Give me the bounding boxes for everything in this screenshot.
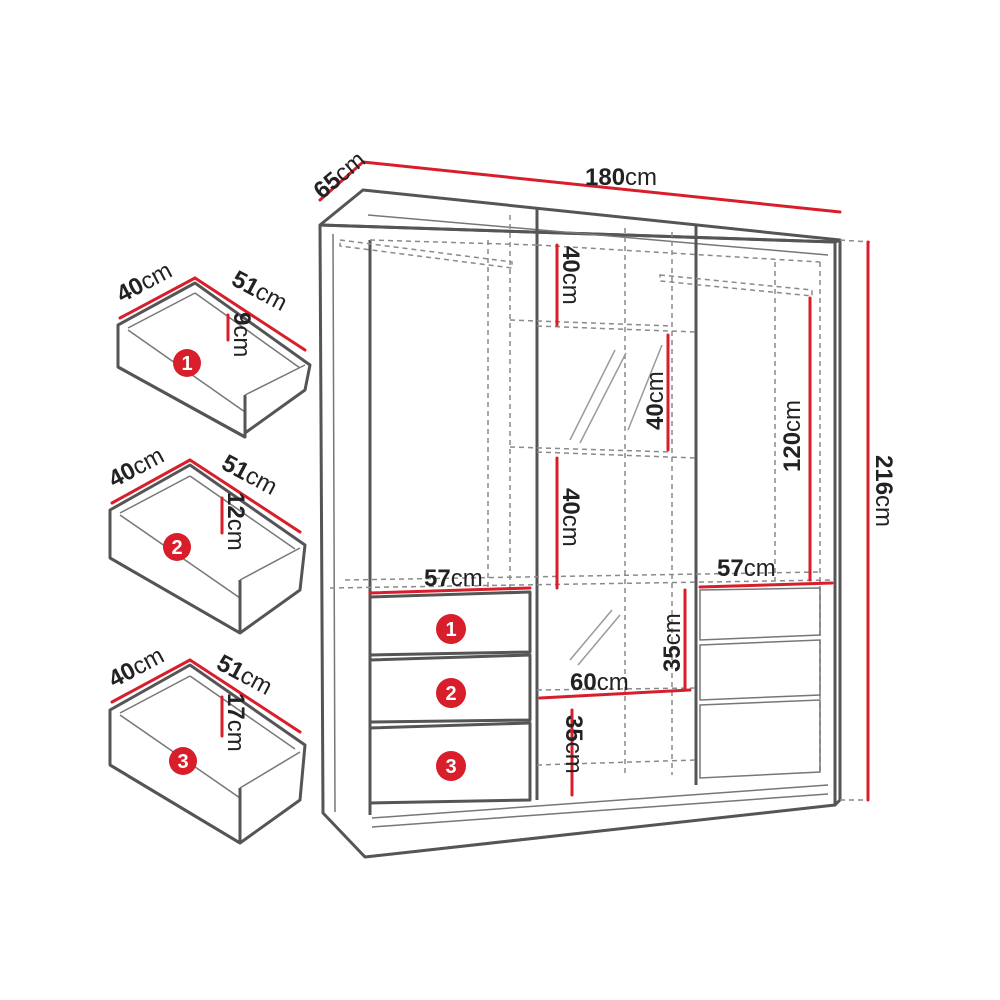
left-drawer-stack bbox=[368, 590, 532, 805]
mirror-shelf-gap-label: 40cm bbox=[642, 371, 669, 430]
svg-text:3: 3 bbox=[445, 756, 456, 778]
right-hanging-rail bbox=[659, 274, 813, 297]
drawer-width-label: 40cm bbox=[104, 442, 169, 493]
drawer-front-edge bbox=[117, 365, 246, 439]
height-label: 216cm bbox=[870, 455, 897, 527]
drawer-detail-1: 1 40cm 51cm 9cm bbox=[112, 257, 312, 439]
middle-shelf-back bbox=[509, 446, 673, 453]
drawer-front-edge bbox=[109, 763, 241, 845]
middle-shelf-gap-label: 40cm bbox=[557, 488, 584, 547]
mirror-reflection bbox=[569, 609, 613, 661]
drawer-badge-label: 2 bbox=[171, 537, 182, 559]
mirror-reflection bbox=[627, 344, 663, 431]
height-guide-top bbox=[839, 239, 871, 243]
drawer-inner-edge bbox=[119, 675, 191, 714]
mirror-reflection bbox=[579, 352, 627, 444]
drawer-height-label: 17cm bbox=[222, 693, 249, 752]
drawer-front bbox=[368, 721, 532, 805]
drawer-width-dim bbox=[110, 458, 192, 505]
dimension-center-shelf-line bbox=[538, 688, 692, 700]
right-hanging-height-label: 120cm bbox=[779, 400, 806, 472]
drawer-box bbox=[108, 463, 307, 635]
left-rail-shelf-label: 57cm bbox=[424, 565, 483, 592]
drawer-front-edge bbox=[109, 556, 241, 635]
drawer-inner-edge bbox=[119, 475, 191, 514]
drawer-detail-2: 2 40cm 51cm 12cm bbox=[104, 442, 307, 635]
back-top-left bbox=[369, 239, 538, 246]
dimension-depth-line bbox=[318, 160, 365, 202]
drawer-front bbox=[699, 699, 821, 779]
drawer-width-label: 40cm bbox=[104, 642, 169, 693]
drawer-badge bbox=[173, 349, 201, 377]
drawer-inner-edge bbox=[189, 675, 296, 750]
drawer-badge: 2 bbox=[436, 678, 466, 708]
drawer-inner-edge bbox=[244, 364, 306, 396]
wardrobe-inner-top bbox=[367, 214, 829, 256]
drawer-inner-edge bbox=[194, 292, 301, 369]
left-hanging-rail bbox=[339, 239, 513, 269]
top-shelf-gap-label: 40cm bbox=[557, 246, 584, 305]
drawer-badge bbox=[169, 747, 197, 775]
drawer-detail-3: 3 40cm 51cm 17cm bbox=[104, 642, 307, 845]
drawer-front bbox=[368, 590, 532, 657]
drawer-depth-dim bbox=[193, 276, 307, 352]
drawer-width-label: 40cm bbox=[112, 257, 177, 308]
left-door-edge bbox=[332, 233, 336, 813]
wardrobe-front-frame bbox=[318, 224, 837, 859]
drawer-badge: 1 bbox=[436, 614, 466, 644]
back-top-right bbox=[536, 244, 821, 263]
drawer-badge-label: 1 bbox=[181, 353, 192, 375]
drawer-front bbox=[699, 587, 821, 641]
depth-label: 65cm bbox=[309, 146, 371, 204]
drawer-badge: 3 bbox=[436, 751, 466, 781]
dimension-right-rail-line bbox=[698, 581, 834, 589]
svg-text:2: 2 bbox=[445, 683, 456, 705]
right-rail-shelf-label: 57cm bbox=[717, 555, 776, 582]
drawer-inner-edge bbox=[239, 547, 301, 581]
lower-shelf-height-label: 35cm bbox=[659, 613, 686, 672]
center-shelf-width-label: 60cm bbox=[570, 669, 629, 696]
wardrobe-labels: 180cm 65cm 216cm 40cm 40cm 40cm 120cm 57… bbox=[309, 146, 897, 781]
drawer-depth-label: 51cm bbox=[227, 265, 292, 316]
drawer-front bbox=[699, 639, 821, 701]
upper-shelf-back bbox=[509, 319, 673, 327]
drawer-badge-label: 3 bbox=[177, 751, 188, 773]
drawer-width-dim bbox=[110, 658, 192, 704]
rail-shelf-back bbox=[344, 571, 821, 581]
drawer-inner-edge bbox=[189, 475, 296, 550]
drawer-inner-edge bbox=[239, 751, 301, 789]
wardrobe bbox=[318, 188, 871, 859]
drawer-inner-edge bbox=[127, 292, 196, 329]
wardrobe-plinth-line bbox=[371, 784, 829, 819]
svg-text:1: 1 bbox=[445, 619, 456, 641]
wardrobe-plinth-line-2 bbox=[371, 793, 829, 828]
dimension-width-line bbox=[361, 160, 842, 214]
dimension-left-rail-line bbox=[368, 586, 532, 595]
mirror-reflection bbox=[569, 349, 616, 441]
rail-shelf-line bbox=[329, 579, 833, 589]
bottom-shelf-height-label: 35cm bbox=[560, 715, 587, 774]
drawer-width-dim bbox=[118, 276, 197, 320]
drawer-height-label: 9cm bbox=[228, 312, 255, 357]
drawer-height-label: 12cm bbox=[222, 492, 249, 551]
drawer-depth-dim bbox=[188, 658, 302, 734]
drawer-badge bbox=[163, 533, 191, 561]
mirror-reflection bbox=[577, 614, 621, 666]
drawer-box bbox=[108, 663, 307, 845]
drawer-depth-dim bbox=[188, 458, 302, 534]
right-drawer-stack bbox=[699, 587, 821, 779]
width-label: 180cm bbox=[585, 164, 657, 191]
dimension-lines bbox=[318, 160, 870, 802]
drawer-front bbox=[368, 653, 532, 724]
